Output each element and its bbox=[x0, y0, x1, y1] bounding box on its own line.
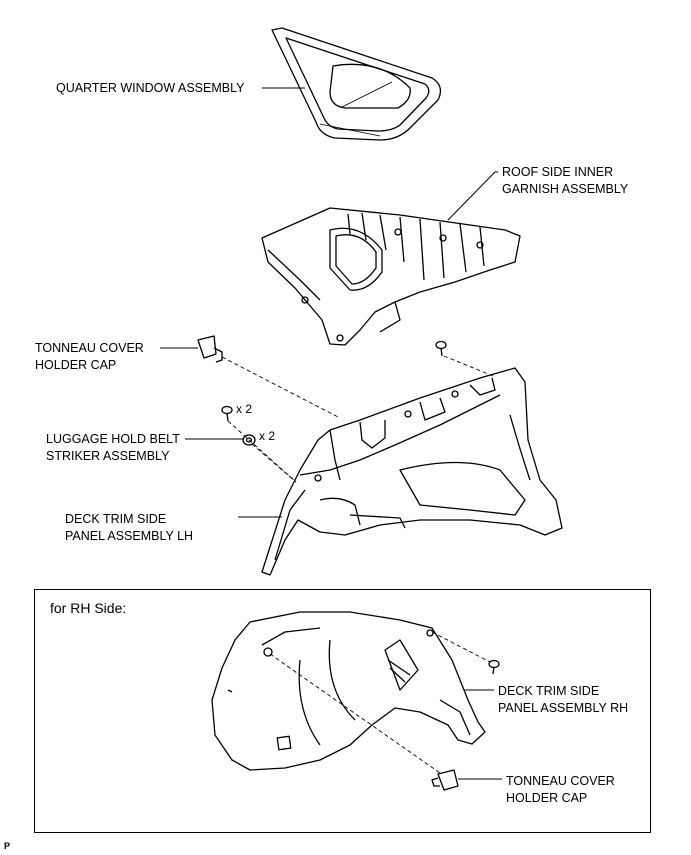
label-roof-garnish-line2: GARNISH ASSEMBLY bbox=[502, 182, 629, 196]
clip-upper-part bbox=[435, 340, 447, 357]
label-deck-rh-line2: PANEL ASSEMBLY RH bbox=[498, 701, 629, 715]
label-striker-line1: LUGGAGE HOLD BELT bbox=[46, 432, 180, 446]
label-tonneau-rh-line2: HOLDER CAP bbox=[506, 791, 588, 805]
tonneau-cap-rh-part bbox=[431, 769, 459, 791]
label-clip-qty: x 2 bbox=[236, 402, 253, 416]
tonneau-cap-lh-part bbox=[197, 335, 223, 363]
label-striker-qty: x 2 bbox=[259, 429, 276, 443]
clip-rh-part bbox=[488, 659, 500, 675]
label-tonneau-lh-line1: TONNEAU COVER bbox=[35, 341, 144, 355]
rh-side-box bbox=[34, 589, 651, 833]
label-tonneau-lh-line2: HOLDER CAP bbox=[35, 358, 117, 372]
label-rh-title: for RH Side: bbox=[50, 600, 127, 616]
deck-trim-side-panel-rh-part bbox=[211, 611, 486, 771]
label-deck-lh-line2: PANEL ASSEMBLY LH bbox=[65, 529, 194, 543]
quarter-window-part bbox=[271, 27, 442, 141]
clip-lh-part bbox=[221, 405, 233, 422]
roof-side-inner-garnish-part bbox=[261, 207, 521, 346]
label-deck-lh-line1: DECK TRIM SIDE bbox=[65, 512, 167, 526]
label-roof-garnish-line1: ROOF SIDE INNER bbox=[502, 165, 614, 179]
label-deck-rh-line1: DECK TRIM SIDE bbox=[498, 684, 600, 698]
deck-trim-side-panel-lh-part bbox=[261, 367, 563, 576]
label-striker-line2: STRIKER ASSEMBLY bbox=[46, 449, 170, 463]
corner-mark: P bbox=[4, 841, 11, 851]
label-quarter-window: QUARTER WINDOW ASSEMBLY bbox=[56, 81, 245, 95]
label-tonneau-rh-line1: TONNEAU COVER bbox=[506, 774, 615, 788]
